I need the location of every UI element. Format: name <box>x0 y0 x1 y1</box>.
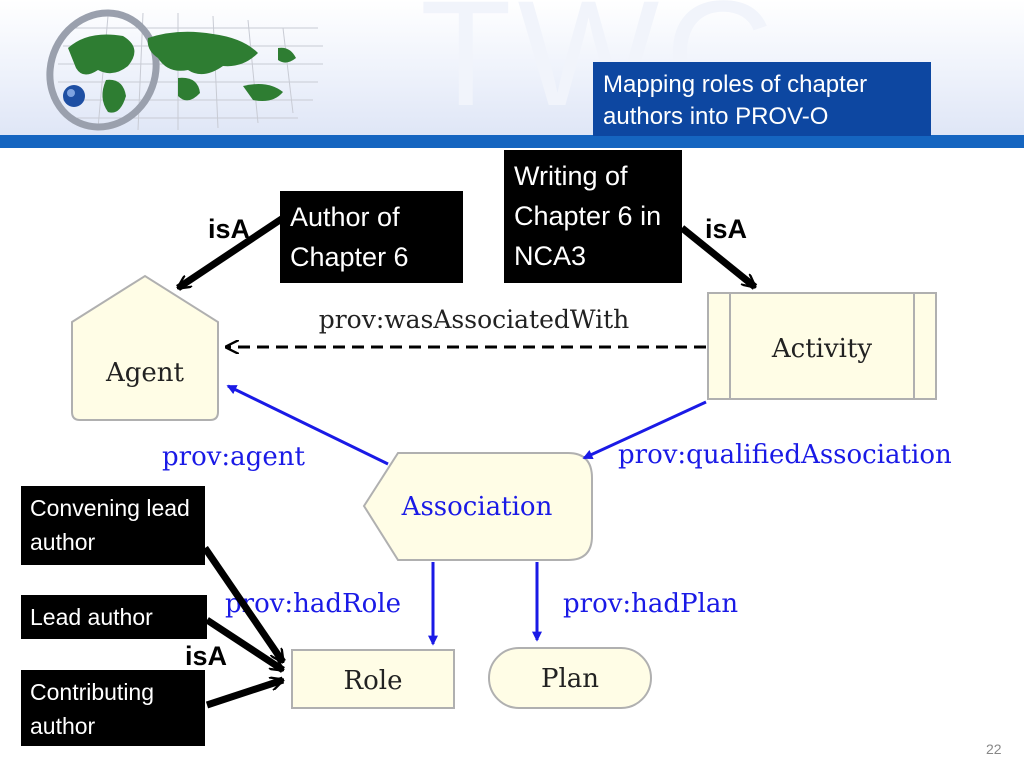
writing-box: Writing of Chapter 6 in NCA3 <box>504 150 682 283</box>
plan-node <box>488 647 652 709</box>
author-box: Author of Chapter 6 <box>280 191 463 283</box>
role-node <box>291 649 455 709</box>
agent-edge-label: prov:agent <box>162 442 305 472</box>
isa-label-right: isA <box>705 214 748 244</box>
agent-edge <box>226 384 389 466</box>
isa-label-bottom: isA <box>185 641 228 671</box>
isa-arrow-author <box>178 215 285 291</box>
isa-arrow-writing <box>679 225 755 290</box>
had-plan-label: prov:hadPlan <box>563 589 738 619</box>
contributing-box: Contributing author <box>21 670 205 746</box>
isa-arrow-contributing <box>205 680 283 709</box>
isa-arrow-convening <box>202 546 286 662</box>
isa-label-left: isA <box>208 214 251 244</box>
association-label: Association <box>401 492 553 522</box>
convening-box: Convening lead author <box>21 486 205 565</box>
slide-title: Mapping roles of chapter authors into PR… <box>593 62 931 136</box>
activity-label: Activity <box>771 334 873 364</box>
role-label: Role <box>344 666 403 696</box>
lead-box: Lead author <box>21 595 207 639</box>
isa-arrow-lead <box>205 617 283 673</box>
was-associated-with-label: prov:wasAssociatedWith <box>319 305 630 334</box>
page-number: 22 <box>986 741 1002 757</box>
activity-node <box>707 292 937 400</box>
plan-label: Plan <box>541 664 599 694</box>
qualified-association-edge <box>582 400 707 460</box>
association-node <box>362 452 593 561</box>
qualified-association-label: prov:qualifiedAssociation <box>618 440 952 470</box>
agent-node <box>71 274 219 421</box>
header-rule <box>0 135 1024 148</box>
agent-label: Agent <box>105 358 185 388</box>
globe-logo <box>46 9 323 131</box>
